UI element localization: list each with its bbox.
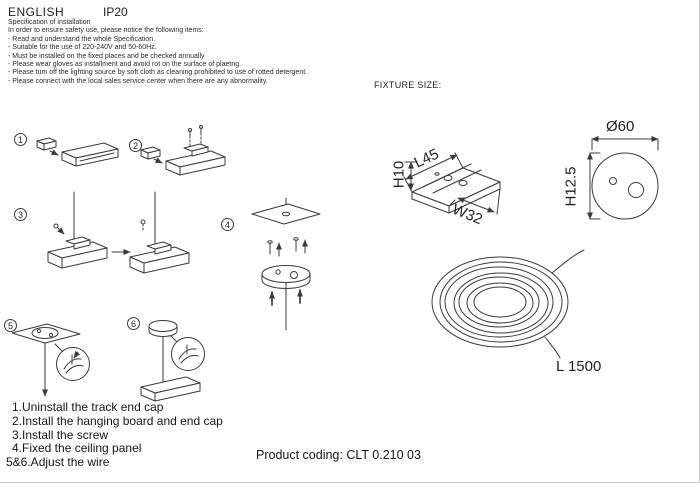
step-1-badge: 1 [14, 133, 27, 146]
spec-item: - Please wear gloves as installment and … [8, 61, 242, 69]
spec-item: - Suitable for the use of 220-240V and 5… [8, 44, 157, 52]
wire-coil-drawing [431, 249, 585, 359]
fixture-size-label: FIXTURE SIZE: [374, 80, 442, 90]
step-4-diagram [251, 197, 321, 331]
canopy-drawing [587, 136, 659, 220]
step-4-badge: 4 [221, 218, 234, 231]
bracket-drawing [403, 152, 501, 215]
instruction-line-1: 1.Uninstall the track end cap [12, 400, 164, 414]
step-5-diagram [11, 323, 90, 397]
spec-intro: In order to ensure safety use, please no… [8, 27, 204, 35]
language-label: ENGLISH [8, 5, 65, 19]
ip-rating-label: IP20 [103, 5, 128, 19]
step-3-badge: 3 [14, 208, 27, 221]
step-2-badge: 2 [129, 139, 142, 152]
spec-item: - Must be installed on the fixed places … [8, 52, 205, 60]
dim-label-wire-length: L 1500 [556, 358, 602, 375]
instruction-line-4: 4.Fixed the ceiling panel [12, 441, 142, 456]
step-6-badge: 6 [127, 317, 140, 330]
step-3-diagram [47, 191, 190, 274]
instruction-list: 1.Uninstall the track end cap 2.Install … [6, 400, 223, 470]
step-6-diagram [140, 320, 205, 402]
instruction-line-5: 5&6.Adjust the wire [6, 455, 110, 470]
dim-label-diameter: Ø60 [606, 118, 635, 135]
step-1-diagram [36, 137, 119, 167]
dim-label-canopy-height: H12.5 [562, 166, 580, 207]
step-5-badge: 5 [4, 319, 17, 332]
instruction-line-2: 2.Install the hanging board and end cap [12, 413, 223, 428]
spec-item: - Read and understand the whole Specific… [8, 35, 156, 43]
step-2-diagram [140, 125, 226, 176]
instruction-line-3: 3.Install the screw [12, 427, 109, 442]
spec-title: Specification of installation [8, 19, 91, 26]
dim-label-h10: H10 [390, 160, 408, 189]
spec-item: - Please connect with the local sales se… [8, 77, 268, 85]
product-coding: Product coding: CLT 0.210 03 [256, 448, 421, 462]
spec-item: - Please tum off the lighting source by … [8, 69, 308, 77]
specification-block: Specification of installation In order t… [8, 19, 388, 86]
